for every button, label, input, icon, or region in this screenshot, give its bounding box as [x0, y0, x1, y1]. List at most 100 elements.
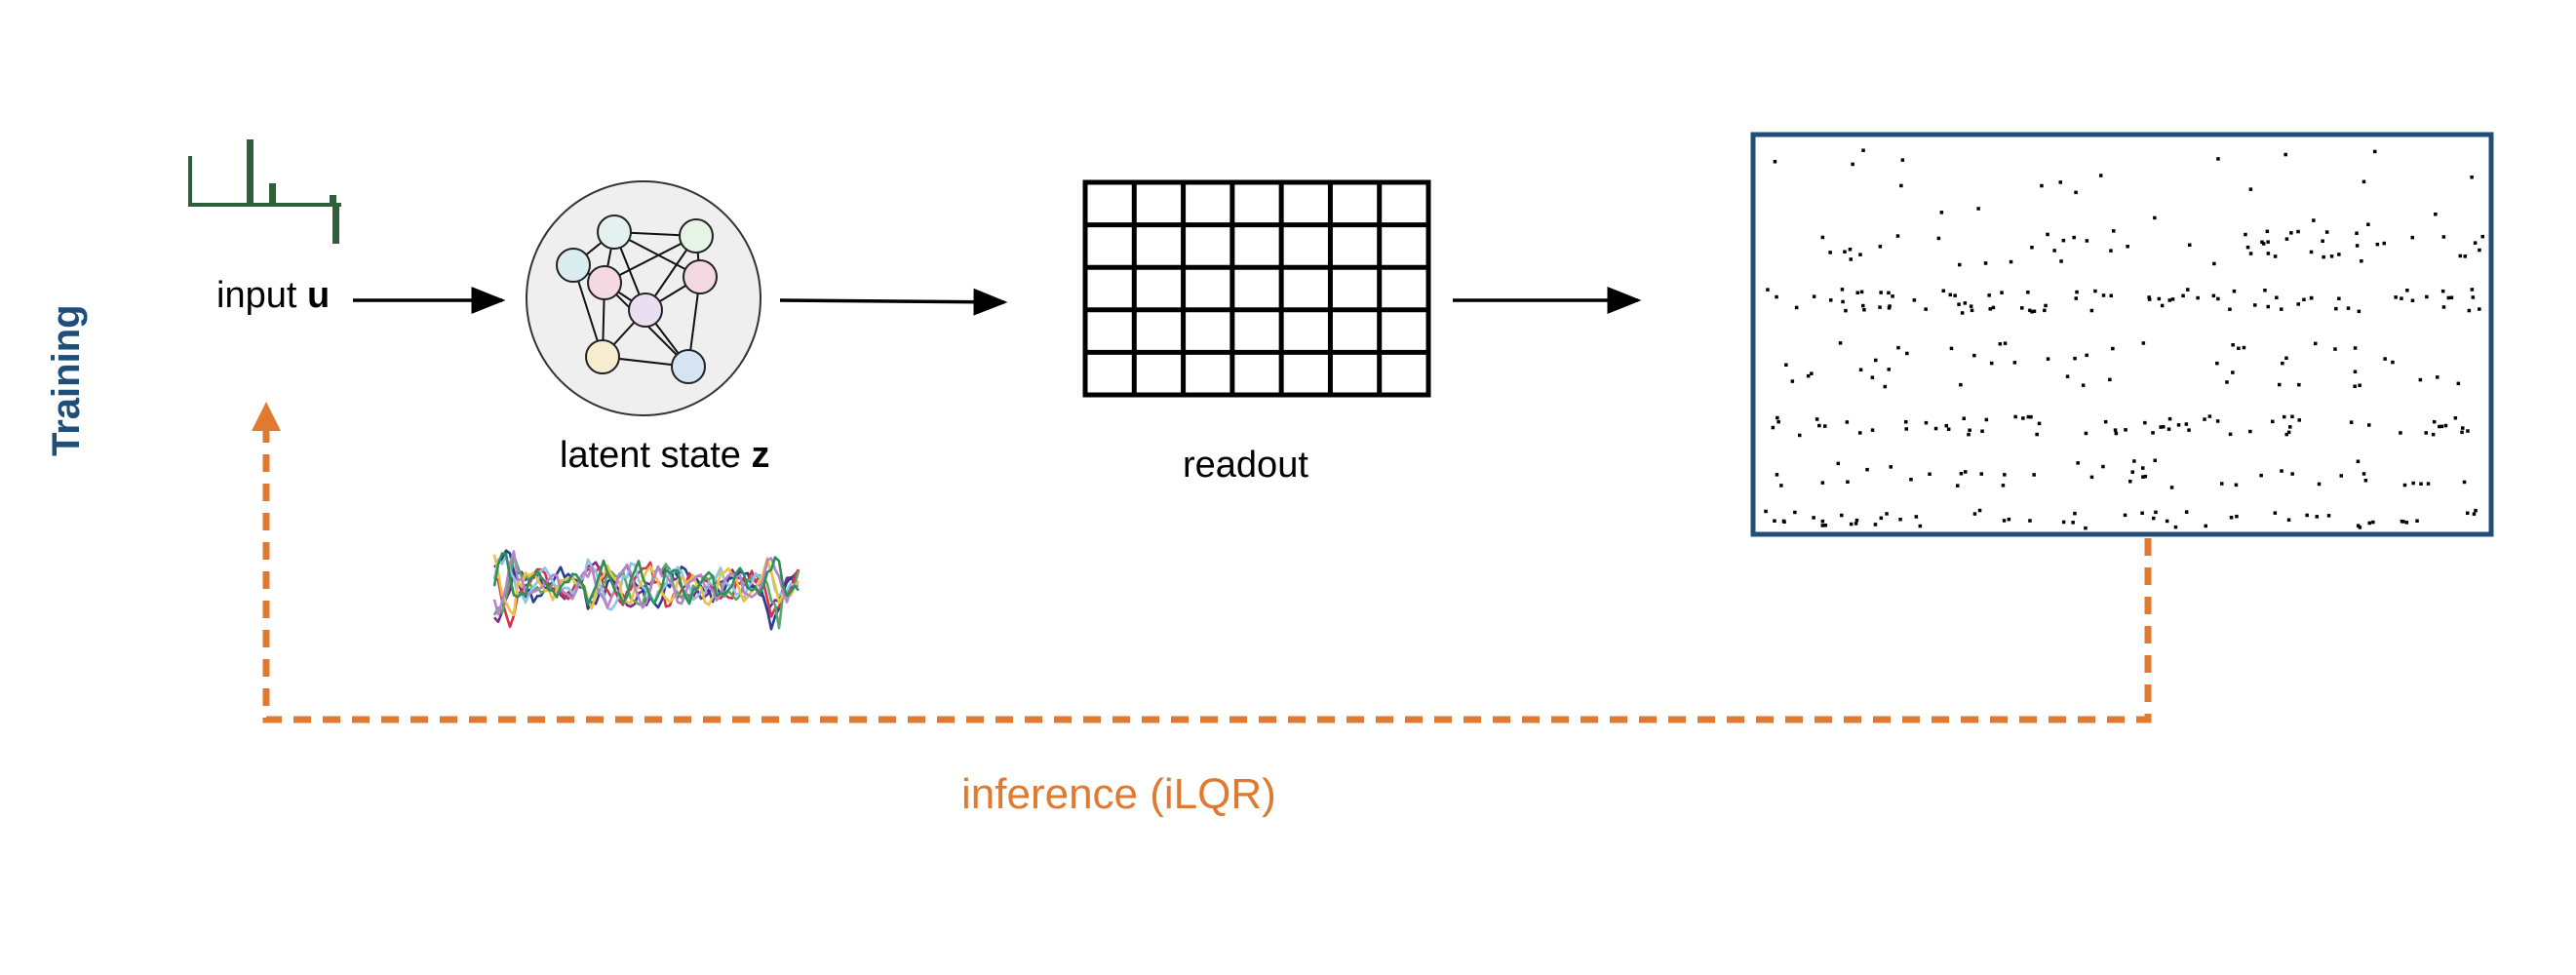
spike-dot [2259, 473, 2263, 478]
spike-dot [2312, 218, 2316, 222]
spike-dot [1941, 289, 1945, 292]
latent-trace [492, 552, 800, 605]
spike-dot [1844, 308, 1848, 313]
spike-dot [2290, 472, 2294, 476]
latent-network [526, 180, 761, 416]
spike-dot [2382, 241, 2386, 246]
spike-dot [1779, 484, 1783, 488]
spike-dot [2273, 254, 2278, 258]
inference-label: inference (iLQR) [961, 770, 1276, 818]
spike-dot [2314, 341, 2318, 346]
spike-dot [2165, 519, 2169, 524]
spike-dot [1928, 472, 1932, 476]
spike-dot [1983, 261, 1988, 265]
spike-dot [1793, 510, 1797, 515]
spike-dot [2211, 293, 2216, 298]
spike-dot [1854, 518, 1859, 523]
spike-dot [1924, 420, 1929, 425]
spike-dot [2402, 483, 2407, 488]
spike-dot [2400, 296, 2403, 300]
spike-dot [2173, 525, 2178, 529]
spike-dot [1854, 522, 1858, 526]
spike-dot [1887, 291, 1891, 295]
spike-dot [1984, 417, 1989, 422]
spike-dot [1944, 423, 1948, 428]
spike-dot [1979, 472, 1983, 476]
spike-dot [1970, 308, 1974, 313]
spike-dot [2126, 245, 2129, 249]
spike-dot [2266, 240, 2270, 244]
spike-dot [2229, 516, 2234, 520]
spike-dot [2394, 295, 2398, 299]
spike-dot [2248, 429, 2252, 434]
spike-dot [2266, 304, 2270, 309]
stage-label: Training [45, 304, 88, 456]
spike-dot [2046, 357, 2050, 361]
spike-dot [2466, 429, 2470, 433]
spike-dot [2111, 346, 2115, 351]
spike-dot [1766, 288, 1770, 292]
spike-dot [1851, 162, 1854, 167]
spike-dot [2081, 383, 2086, 387]
spike-dot [2084, 431, 2088, 436]
spike-dot [2076, 461, 2080, 465]
spike-dot [2153, 215, 2157, 220]
spike-dot [2232, 289, 2237, 293]
spike-dot [2215, 419, 2220, 423]
spike-dot [1836, 461, 1840, 466]
spike-dot [2360, 259, 2363, 263]
spike-dot [1969, 304, 1973, 308]
spike-dot [1891, 294, 1894, 298]
spike-dot [1967, 432, 1971, 437]
readout-grid [1082, 179, 1431, 398]
spike-dot [2143, 474, 2148, 479]
spike-dot [2188, 243, 2192, 247]
spike-dot [2234, 483, 2239, 488]
spike-dot [2196, 295, 2200, 300]
spike-dot [1775, 473, 1779, 477]
spike-dot [2261, 242, 2266, 246]
spike-dot [1949, 346, 1954, 351]
spike-dot [1848, 248, 1853, 252]
spike-dot [2043, 308, 2047, 313]
spike-dot [2248, 252, 2253, 255]
spike-dot [2003, 473, 2007, 477]
spike-dot [1817, 423, 1821, 428]
spike-dot [2159, 425, 2163, 429]
spike-dot [2461, 426, 2465, 430]
spike-dot [2284, 356, 2288, 360]
spike-dot [2030, 246, 2034, 250]
spike-dot [2453, 416, 2458, 420]
spike-dot [2356, 524, 2361, 527]
spike-dot [2216, 157, 2220, 161]
spike-dot [2353, 346, 2358, 350]
spike-dot [2099, 174, 2103, 177]
spike-dot [1980, 429, 1984, 433]
spike-dot [2245, 245, 2250, 250]
spike-dot [2440, 289, 2445, 293]
spike-dot [2012, 361, 2017, 365]
spike-dot [2046, 232, 2049, 237]
spike-dot [1823, 524, 1828, 527]
spike-dot [1956, 484, 1960, 488]
spike-dot [1841, 299, 1845, 304]
spike-dot [2329, 254, 2334, 258]
spike-dot [2167, 416, 2172, 421]
spike-dot [2160, 303, 2165, 308]
spike-dot [1888, 304, 1892, 308]
spike-dot [2075, 290, 2079, 294]
spike-dot [1782, 520, 1786, 524]
spike-dot [2143, 420, 2147, 425]
spike-dot [1998, 342, 2003, 346]
spike-dot [2263, 289, 2267, 292]
spike-dot [1909, 478, 1913, 482]
spike-dot [2074, 190, 2078, 195]
spike-dot [2032, 473, 2036, 477]
spike-dot [1918, 524, 1923, 528]
spike-dot [2463, 254, 2467, 258]
spike-dot [1820, 519, 1825, 524]
spike-dot [2108, 377, 2112, 382]
spike-dot [1773, 160, 1777, 164]
spike-dot [2275, 295, 2279, 299]
spike-dot [2123, 513, 2127, 518]
